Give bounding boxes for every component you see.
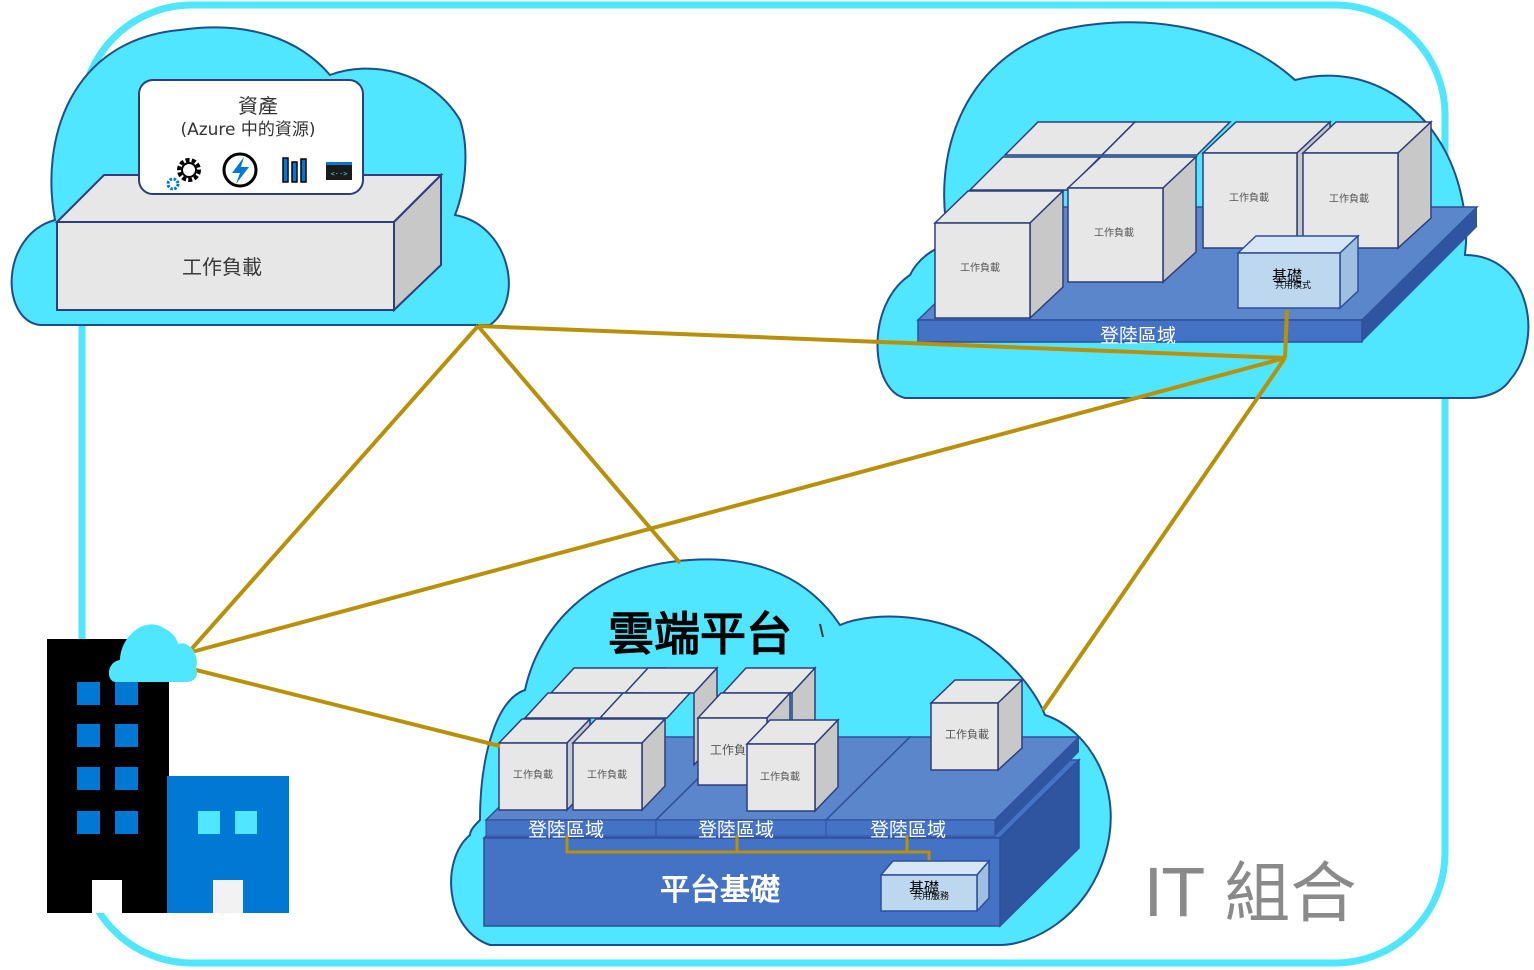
cloud-platform-title: 雲端平台: [608, 607, 792, 661]
workload-cluster-bottom: 工作負載 工作負載: [497, 666, 719, 812]
office-building-icon: [47, 624, 289, 913]
foundation-sub-bottom: 共用服務: [913, 890, 949, 902]
it-portfolio-boundary: [78, 1, 1449, 967]
foundation-box-bottom: 基礎 共用服務: [879, 858, 991, 913]
workload-label-small: 工作負載: [960, 262, 1000, 274]
connector-lines: [186, 309, 1289, 748]
landing-zone-label-3: 登陸區域: [870, 819, 946, 841]
foundation-label-right: 基礎: [1272, 267, 1302, 285]
landing-zone-label-1: 登陸區域: [528, 819, 604, 841]
storage-icon: [282, 157, 307, 183]
foundation-sub-right: 共用模式: [1275, 279, 1311, 291]
workload-box: [1003, 121, 1232, 156]
console-icon: <··>: [326, 162, 352, 180]
assets-card: 資產 (Azure 中的資源) <··>: [138, 79, 364, 195]
workload-label-small: 工作負載: [760, 771, 800, 783]
platform-connectors: [565, 835, 931, 864]
workload-grid-right: 工作負載 工作負載 工作負載 工作負載 基礎 共用模式: [933, 120, 1433, 320]
svg-text:<··>: <··>: [331, 170, 348, 178]
platform-foundation-title: 平台基礎: [660, 873, 780, 908]
workload-label-small: 工作負載: [1329, 193, 1369, 205]
function-icon: [222, 152, 258, 188]
workload-box: 工作負載: [933, 189, 1065, 320]
workload-label-small: 工作負載: [710, 743, 758, 757]
workload-label-small: 工作負載: [945, 728, 989, 741]
workload-label-small: 工作負載: [513, 769, 553, 781]
workload-block: 工作負載: [54, 172, 444, 313]
foundation-box-right: 基礎 共用模式: [1236, 234, 1360, 310]
gear-icon: [166, 158, 201, 191]
cloud-icon: [108, 624, 197, 682]
workload-box-right-slab: 工作負載: [929, 678, 1024, 772]
workload-box: 工作負載: [1066, 155, 1198, 284]
landing-zone-label-right: 登陸區域: [1100, 325, 1176, 347]
landing-zone-label-2: 登陸區域: [698, 819, 774, 841]
it-portfolio-label: IT 組合: [1144, 855, 1357, 932]
workload-box: 工作負載: [1301, 120, 1433, 250]
workload-label-small: 工作負載: [1229, 192, 1269, 204]
assets-title: 資產: [238, 94, 278, 118]
workload-label-small: 工作負載: [1094, 227, 1134, 239]
workload-label: 工作負載: [182, 255, 262, 279]
workload-label-small: 工作負載: [587, 769, 627, 781]
landing-zone-slabs: 登陸區域 登陸區域 登陸區域: [484, 736, 1081, 841]
workload-box: 工作負載: [571, 717, 667, 812]
workload-cluster-middle: 工作負載 工作負載: [696, 666, 840, 813]
foundation-label-bottom: 基礎: [909, 879, 939, 897]
assets-subtitle: (Azure 中的資源): [180, 120, 315, 140]
workload-box: 工作負載: [745, 718, 840, 813]
